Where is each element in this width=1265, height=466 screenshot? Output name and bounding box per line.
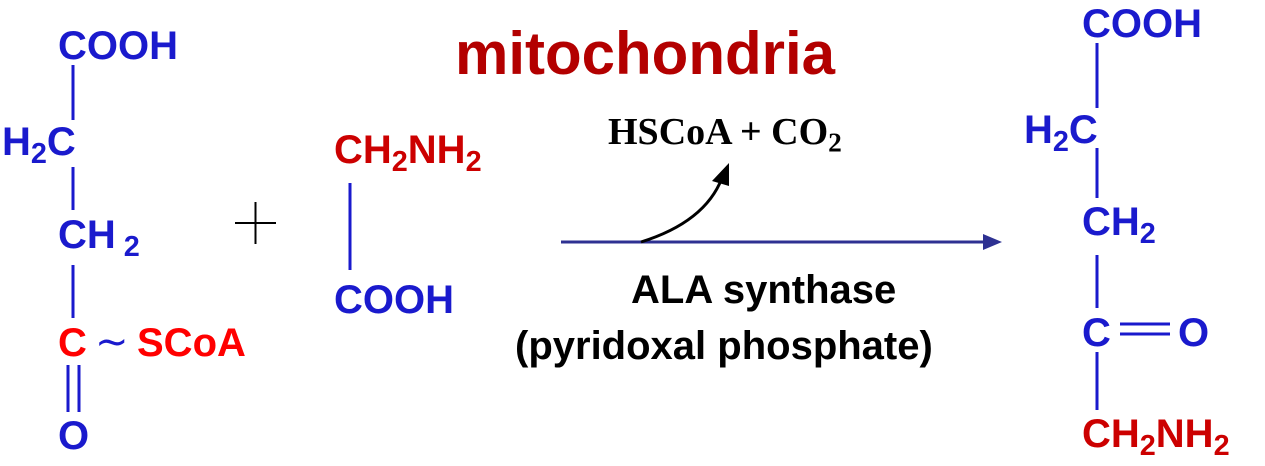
carbon-label: C xyxy=(1068,108,1098,152)
glycine-carboxyl: COOH xyxy=(334,278,454,322)
hydrogen-label: H xyxy=(2,120,31,164)
coenzyme-a-group: SCoA xyxy=(137,321,246,365)
subscript: 2 xyxy=(1139,430,1156,463)
hydrogen-label: H xyxy=(1024,108,1053,152)
enzyme-cofactor: (pyridoxal phosphate) xyxy=(515,324,933,368)
succinyl-coa-methylene-1: H2C xyxy=(2,120,76,168)
byproducts-label: HSCoA + CO2 xyxy=(608,111,842,156)
subscript: 2 xyxy=(123,231,140,264)
product-ketone-oxygen: O xyxy=(1178,311,1210,355)
subscript: 2 xyxy=(1052,126,1069,159)
title-mitochondria: mitochondria xyxy=(455,20,836,87)
byproducts-text: HSCoA + CO xyxy=(608,111,829,153)
subscript: 2 xyxy=(1139,218,1156,251)
product-aminomethyl: CH2NH2 xyxy=(1082,412,1230,460)
product-methylene-2: CH2 xyxy=(1082,200,1156,248)
subscript: 2 xyxy=(828,127,842,158)
subscript: 2 xyxy=(30,138,47,171)
methylene-label: CH xyxy=(1082,412,1140,456)
reaction-arrowhead xyxy=(983,234,1002,250)
succinyl-coa-thioester-carbon: C xyxy=(58,321,87,365)
glycine-aminomethyl: CH2NH2 xyxy=(334,128,482,176)
carbon-label: C xyxy=(46,120,76,164)
product-ketone-carbon: C xyxy=(1082,311,1111,355)
succinyl-coa-carboxyl: COOH xyxy=(58,24,178,68)
amine-label: NH xyxy=(1155,412,1214,456)
byproduct-arrowhead xyxy=(712,163,729,186)
enzyme-name: ALA synthase xyxy=(631,268,897,312)
thioester-bond-tilde: ~ xyxy=(95,319,129,365)
methylene-label: CH xyxy=(1082,200,1140,244)
subscript: 2 xyxy=(1213,430,1230,463)
subscript: 2 xyxy=(391,146,408,179)
product-methylene-1: H2C xyxy=(1024,108,1098,156)
product-carboxyl: COOH xyxy=(1082,2,1202,46)
carbonyl-oxygen: O xyxy=(58,414,90,458)
byproduct-arrow-curve xyxy=(640,177,724,244)
methylene-label: CH xyxy=(58,213,116,257)
subscript: 2 xyxy=(465,146,482,179)
amine-label: NH xyxy=(407,128,466,172)
methylene-label: CH xyxy=(334,128,392,172)
